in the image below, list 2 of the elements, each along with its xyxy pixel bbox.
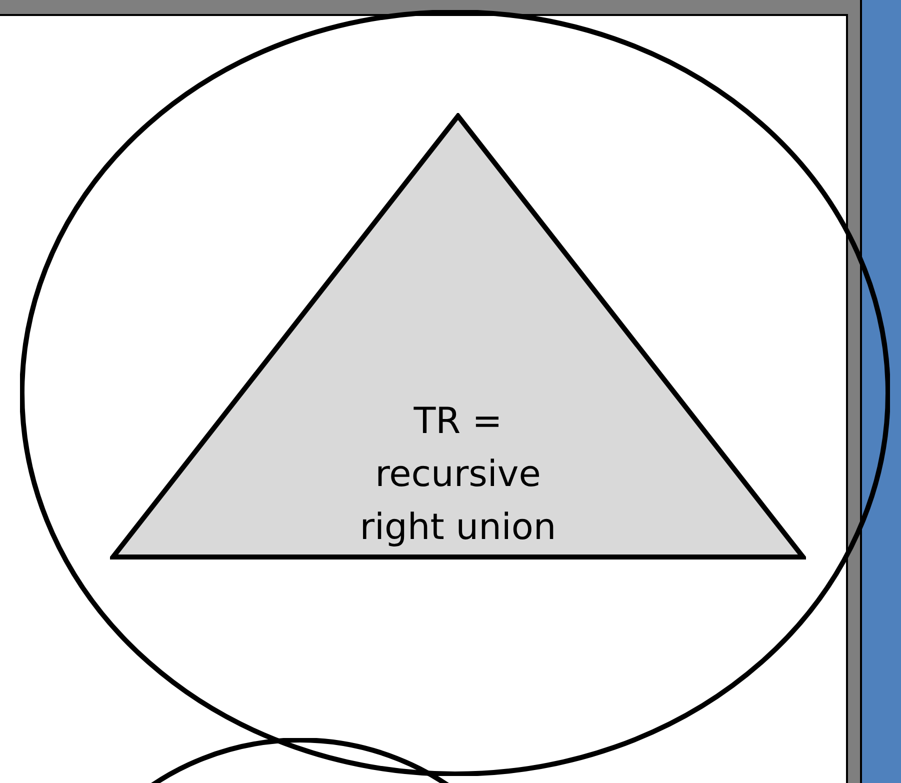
triangle-shape xyxy=(110,113,806,560)
shape-label: TR = recursive right union xyxy=(358,400,558,550)
